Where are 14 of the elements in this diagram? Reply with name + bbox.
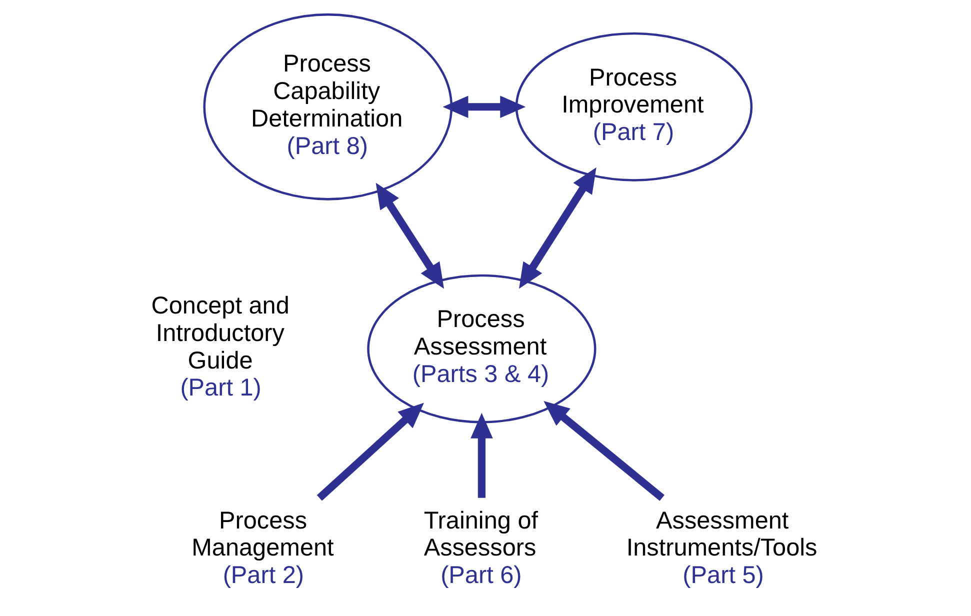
node-ellipse: Process Assessment (Parts 3 & 4) [367, 274, 596, 424]
node-text: Process Management (Part 2) [192, 507, 334, 590]
arrow [316, 402, 424, 501]
label: Concept and Introductory Guide [151, 292, 290, 374]
node-text: Assessment Instruments/Tools (Part 5) [626, 507, 818, 590]
arrow [470, 412, 493, 498]
node-ellipse: Process Improvement (Part 7) [515, 32, 753, 182]
arrow [544, 401, 664, 501]
arrow [519, 167, 596, 289]
arrow [442, 96, 526, 118]
arrow [376, 182, 444, 289]
node-text: Training of Assessors (Part 6) [424, 507, 538, 590]
label: (Part 1) [180, 374, 262, 402]
node-ellipse: Process Capability Determination (Part 8) [203, 13, 453, 200]
